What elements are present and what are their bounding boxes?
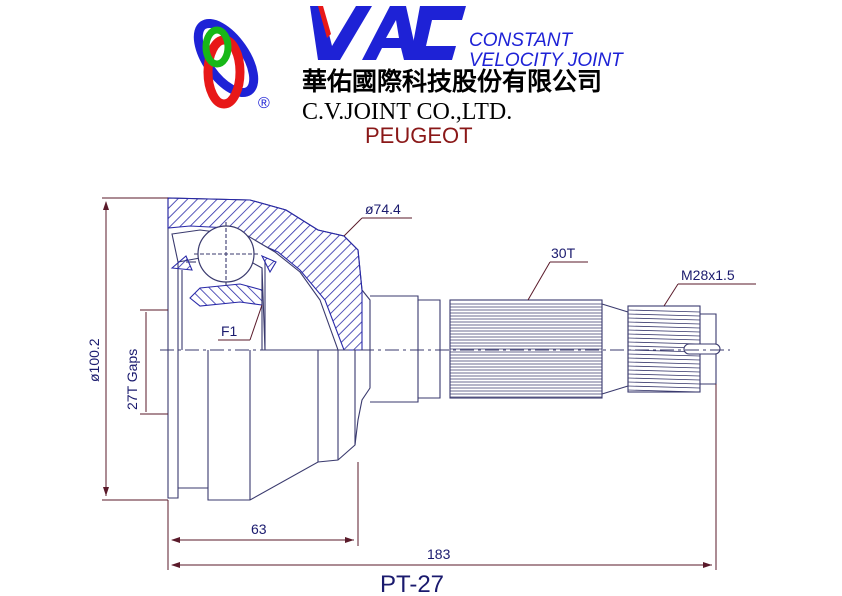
thread-size-label: M28x1.5 [681, 267, 735, 283]
cv-joint-part [160, 197, 730, 501]
bell-diameter-label: ø74.4 [365, 201, 401, 217]
company-name-english: C.V.JOINT CO.,LTD. [302, 99, 512, 125]
tagline-line2: VELOCITY JOINT [469, 50, 624, 71]
vehicle-make: PEUGEOT [365, 123, 473, 148]
dimension-lines [102, 197, 756, 570]
yac-wordmark [310, 6, 466, 60]
spline-teeth-label: 30T [551, 245, 576, 261]
fitment-label: F1 [221, 323, 238, 339]
company-logo: ® CONSTANT VELOCITY JOINT 華佑國際科技股份有限公司 C… [193, 6, 624, 148]
overall-length-label: 183 [427, 546, 451, 562]
stub-shaft-collar [370, 295, 441, 403]
spline-lines [450, 303, 602, 398]
registered-mark: ® [258, 95, 270, 112]
outer-diameter-label: ø100.2 [86, 338, 102, 382]
abs-ring-label: 27T Gaps [124, 349, 140, 410]
part-number: PT-27 [380, 571, 444, 596]
tagline-line1: CONSTANT [469, 30, 573, 51]
logo-rings-icon [193, 18, 259, 109]
company-name-chinese: 華佑國際科技股份有限公司 [302, 68, 602, 96]
bell-length-label: 63 [251, 521, 267, 537]
thread-lines [627, 309, 701, 393]
inner-race-hatch [189, 283, 263, 307]
cotter-pin-slot [683, 343, 721, 355]
